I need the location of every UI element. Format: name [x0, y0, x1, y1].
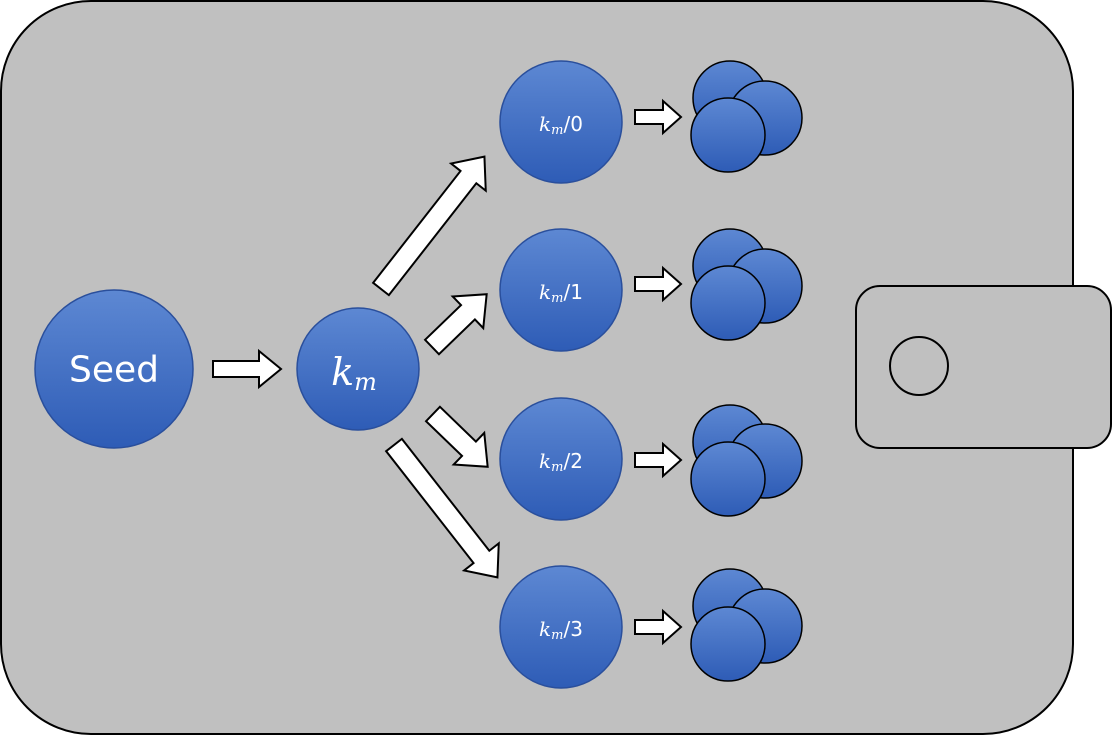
seed-label: Seed: [69, 350, 159, 391]
branch-arrow-2: [424, 405, 489, 468]
child-key-row-3: km/3: [499, 565, 803, 689]
master-key-subscript: m: [354, 368, 377, 396]
master-key-symbol: k: [331, 350, 354, 394]
branch-arrow-1: [423, 293, 488, 356]
child-key-node: km/1: [499, 228, 623, 352]
svg-text:km: km: [331, 350, 377, 396]
child-key-node: km/2: [499, 397, 623, 521]
child-key-row-2: km/2: [499, 397, 803, 521]
svg-text:km/3: km/3: [539, 617, 583, 643]
wallet-clasp: [855, 285, 1112, 449]
child-key-row-0: km/0: [499, 60, 803, 184]
child-key-row-1: km/1: [499, 228, 803, 352]
master-key-node: km: [296, 307, 420, 431]
svg-text:km/1: km/1: [539, 280, 583, 306]
child-key-node: km/0: [499, 60, 623, 184]
svg-text:km/2: km/2: [539, 449, 583, 475]
branch-arrow-0: [371, 155, 487, 297]
seed-node: Seed: [34, 289, 194, 449]
wallet-button: [889, 336, 949, 396]
svg-text:km/0: km/0: [539, 112, 583, 138]
address-cluster: [690, 568, 803, 682]
address-cluster: [690, 228, 803, 341]
branch-arrow-3: [384, 437, 500, 579]
child-key-node: km/3: [499, 565, 623, 689]
address-cluster: [690, 404, 803, 517]
address-cluster: [690, 60, 803, 173]
